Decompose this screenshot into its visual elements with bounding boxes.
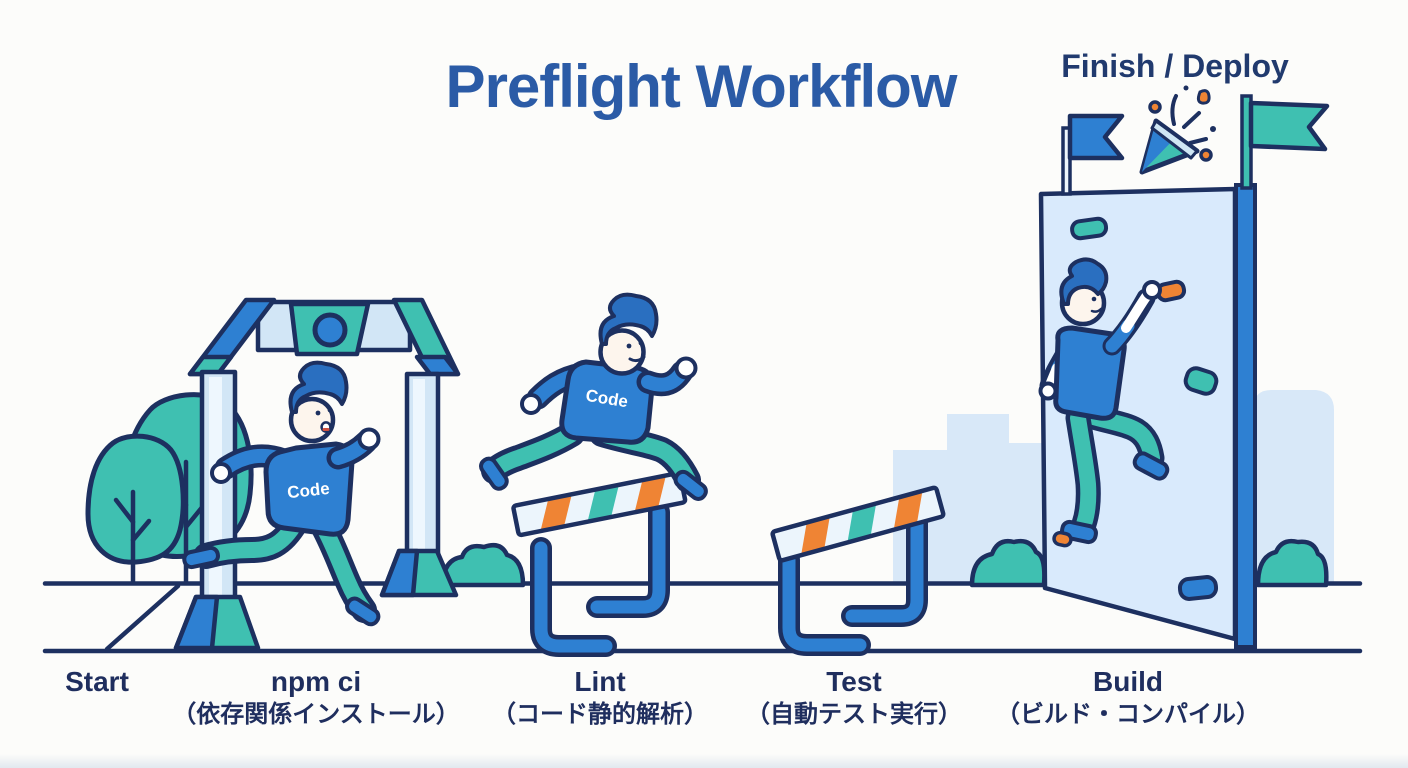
city-skyline	[893, 390, 1334, 583]
wall-side-edge	[1234, 183, 1257, 649]
stage-name: Build	[1093, 666, 1163, 697]
climber-build	[1038, 257, 1187, 548]
shirt-text: Code	[286, 479, 330, 502]
party-popper-icon	[1139, 85, 1216, 175]
runner-npm-ci: Code	[182, 360, 381, 627]
stage-label-start: Start	[65, 666, 129, 699]
stage-name: Lint	[574, 666, 626, 697]
runner-lint: Code	[479, 292, 708, 501]
stage-name-jp: （依存関係インストール）	[172, 701, 460, 728]
finish-flag-icon	[1248, 100, 1330, 152]
stage-name: Test	[826, 666, 882, 697]
stage-name-jp: （コード静的解析）	[492, 701, 708, 728]
hurdle-lint	[511, 470, 688, 657]
stage-label-build: Build （ビルド・コンパイル）	[996, 666, 1260, 731]
stage-name-jp: （自動テスト実行）	[746, 701, 962, 728]
stage-label-npm-ci: npm ci （依存関係インストール）	[172, 666, 460, 731]
bush	[439, 538, 1329, 588]
finish-deploy-label: Finish / Deploy	[1061, 48, 1289, 84]
start-arch-icon	[173, 297, 461, 651]
stage-name-jp: （ビルド・コンパイル）	[996, 701, 1260, 728]
blue-flag-icon	[1061, 113, 1125, 196]
bottom-edge-shading	[0, 754, 1408, 768]
hurdle-test	[770, 485, 946, 656]
stage-name: Start	[65, 666, 129, 697]
stage-label-lint: Lint （コード静的解析）	[492, 666, 708, 731]
page-title: Preflight Workflow	[445, 53, 958, 120]
stage-name: npm ci	[270, 666, 362, 697]
stage-label-test: Test （自動テスト実行）	[746, 666, 962, 731]
